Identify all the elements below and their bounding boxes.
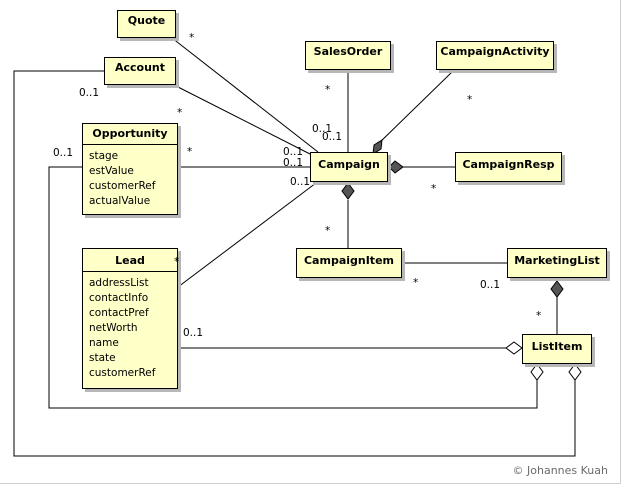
multiplicity-label: 0..1	[480, 279, 501, 291]
class-name: CampaignResp	[462, 158, 555, 171]
copyright-notice: © Johannes Kuah	[512, 464, 608, 477]
account-listitem-line	[13, 70, 576, 457]
multiplicity-label: 0..1	[283, 157, 304, 169]
marketinglist-composition-diamond	[550, 280, 564, 298]
class-name: Account	[114, 61, 166, 74]
class-opportunity[interactable]: Opportunity stage estValue customerRef a…	[82, 123, 178, 215]
class-campaignitem[interactable]: CampaignItem	[296, 248, 402, 278]
multiplicity-label: 0..1	[53, 147, 74, 159]
lead-aggregation-diamond	[505, 341, 523, 355]
multiplicity-label: *	[325, 84, 331, 96]
class-name: Campaign	[318, 158, 380, 171]
class-campaignactivity[interactable]: CampaignActivity	[436, 41, 554, 70]
class-name: SalesOrder	[313, 45, 383, 58]
attribute: contactPref	[89, 307, 149, 319]
account-campaign-line	[177, 86, 313, 156]
class-name: MarketingList	[514, 254, 600, 267]
attribute: netWorth	[89, 322, 138, 334]
lead-campaign-line	[177, 182, 317, 288]
opportunity-listitem-line	[48, 166, 538, 409]
multiplicity-label: 0..1	[322, 131, 343, 143]
class-name: ListItem	[531, 340, 583, 353]
multiplicity-label: *	[431, 183, 437, 195]
class-name: Lead	[115, 254, 145, 267]
attribute-compartment: addressList contactInfo contactPref netW…	[83, 271, 177, 383]
multiplicity-label: 0..1	[283, 146, 304, 158]
attribute: contactInfo	[89, 292, 149, 304]
multiplicity-label: *	[177, 107, 183, 119]
attribute: actualValue	[89, 195, 151, 207]
account-aggregation-diamond	[568, 363, 582, 381]
class-name: Opportunity	[92, 127, 168, 140]
class-account[interactable]: Account	[104, 57, 176, 85]
multiplicity-label: 0..1	[290, 176, 311, 188]
attribute: name	[89, 337, 119, 349]
multiplicity-label: 0..1	[79, 87, 100, 99]
campaignresp-composition-diamond	[388, 160, 404, 174]
campaignactivity-campaign-line	[375, 71, 453, 147]
attribute: estValue	[89, 165, 134, 177]
class-campaign[interactable]: Campaign	[310, 152, 388, 182]
class-lead[interactable]: Lead addressList contactInfo contactPref…	[82, 248, 178, 389]
attribute: customerRef	[89, 367, 156, 379]
class-name: Quote	[127, 14, 166, 27]
attribute-compartment: stage estValue customerRef actualValue	[83, 144, 177, 211]
class-listitem[interactable]: ListItem	[522, 334, 592, 364]
class-quote[interactable]: Quote	[117, 10, 176, 38]
attribute: stage	[89, 150, 119, 162]
multiplicity-label: *	[325, 225, 331, 237]
opportunity-aggregation-diamond	[530, 363, 544, 381]
class-campaignresp[interactable]: CampaignResp	[455, 152, 562, 182]
multiplicity-label: *	[189, 32, 195, 44]
multiplicity-label: *	[413, 277, 419, 289]
class-salesorder[interactable]: SalesOrder	[305, 41, 391, 70]
quote-campaign-line	[171, 37, 319, 153]
attribute: addressList	[89, 277, 149, 289]
class-name: CampaignItem	[303, 254, 394, 267]
multiplicity-label: *	[467, 94, 473, 106]
multiplicity-label: 0..1	[183, 327, 204, 339]
multiplicity-label: *	[536, 310, 542, 322]
multiplicity-label: *	[174, 256, 180, 268]
class-marketinglist[interactable]: MarketingList	[507, 248, 607, 278]
attribute: customerRef	[89, 180, 156, 192]
campaignitem-composition-diamond	[341, 182, 355, 200]
multiplicity-label: 0..1	[312, 123, 333, 135]
multiplicity-label: *	[187, 146, 193, 158]
attribute: state	[89, 352, 116, 364]
class-name: CampaignActivity	[440, 45, 550, 58]
